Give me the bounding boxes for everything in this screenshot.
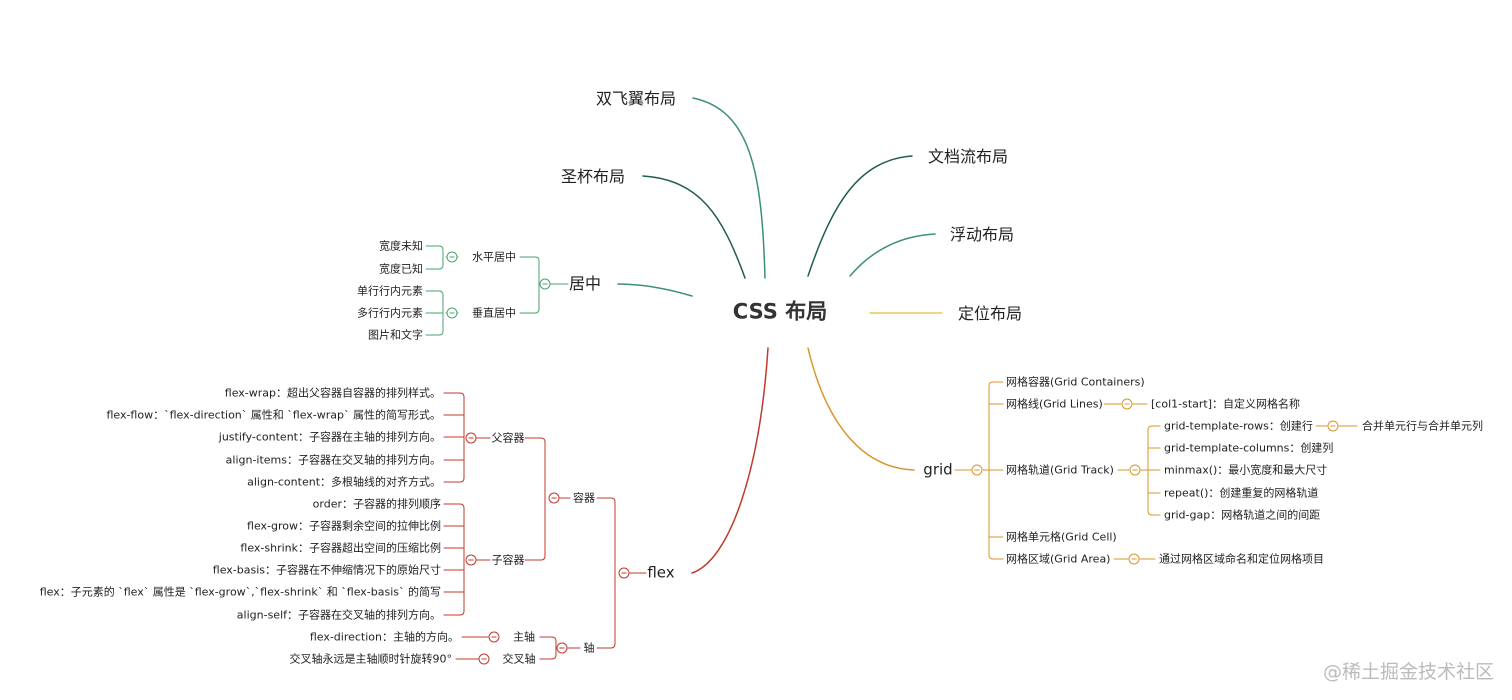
watermark: @稀土掘金技术社区 — [1322, 661, 1494, 683]
collapse-cross-axis-icon[interactable] — [478, 653, 490, 665]
leaf-repeat: repeat()：创建重复的网格轨道 — [1164, 486, 1319, 500]
bracket-container-elbow-0 — [524, 437, 546, 443]
leaf-flex-shrink: flex-shrink：子容器超出空间的压缩比例 — [240, 541, 441, 555]
bracket-horizontal-elbow-0 — [425, 245, 444, 251]
bracket-track-elbow-0 — [1147, 425, 1161, 431]
collapse-vertical-icon[interactable] — [446, 307, 458, 319]
leaf-flex-flow: flex-flow：`flex-direction` 属性和 `flex-wra… — [106, 408, 441, 422]
topic-holy-grail[interactable]: 圣杯布局 — [560, 167, 626, 186]
leaf-align-items: align-items：子容器在交叉轴的排列方向。 — [225, 453, 441, 467]
topic-grid[interactable]: grid — [923, 460, 953, 479]
leaf-flex-basis: flex-basis：子容器在不伸缩情况下的原始尺寸 — [212, 563, 441, 577]
connector-float — [849, 233, 936, 277]
bracket-child-elbow-0 — [443, 503, 465, 509]
connector-doc-flow — [807, 155, 913, 277]
connector-flex — [691, 347, 769, 574]
connector-grid — [807, 347, 915, 471]
topic-doc-flow[interactable]: 文档流布局 — [927, 147, 1009, 166]
leaf-area-naming: 通过网格区域命名和定位网格项目 — [1159, 552, 1324, 566]
leaf-cross-axis-rule: 交叉轴永远是主轴顺时针旋转90° — [289, 652, 453, 666]
leaf-col1-start: [col1-start]：自定义网格名称 — [1151, 397, 1301, 411]
bracket-flex-elbow-1 — [596, 643, 616, 649]
bracket-axis-elbow-1 — [539, 654, 557, 660]
leaf-minmax: minmax()：最小宽度和最大尺寸 — [1164, 463, 1328, 477]
bracket-grid-elbow-0 — [988, 381, 1004, 387]
leaf-grid-template-columns: grid-template-columns：创建列 — [1164, 441, 1334, 455]
bracket-parent-elbow-4 — [443, 477, 465, 483]
collapse-grid-icon[interactable] — [971, 464, 983, 476]
collapse-grid-area-icon[interactable] — [1128, 553, 1140, 565]
topic-grid-lines[interactable]: 网格线(Grid Lines) — [1006, 397, 1103, 411]
topic-center[interactable]: 居中 — [568, 274, 602, 293]
bracket-vertical-elbow-2 — [425, 330, 444, 336]
root-topic[interactable]: CSS 布局 — [732, 299, 828, 324]
leaf-flex-wrap: flex-wrap：超出父容器自容器的排列样式。 — [224, 386, 441, 400]
bracket-vertical-elbow-0 — [425, 290, 444, 296]
topic-position[interactable]: 定位布局 — [957, 304, 1023, 323]
connector-holy-grail — [642, 175, 746, 279]
bracket-axis-elbow-0 — [539, 636, 557, 642]
collapse-container-icon[interactable] — [548, 492, 560, 504]
leaf-width-unknown: 宽度未知 — [379, 239, 423, 253]
leaf-grid-template-rows: grid-template-rows：创建行 — [1164, 419, 1313, 433]
leaf-width-known: 宽度已知 — [379, 262, 423, 276]
leaf-flex-direction: flex-direction：主轴的方向。 — [309, 630, 459, 644]
topic-parent-container[interactable]: 父容器 — [491, 431, 525, 445]
topic-grid-track[interactable]: 网格轨道(Grid Track) — [1006, 463, 1114, 477]
collapse-rows-icon[interactable] — [1327, 420, 1339, 432]
leaf-grid-gap: grid-gap：网格轨道之间的间距 — [1164, 508, 1321, 522]
collapse-parent-icon[interactable] — [465, 432, 477, 444]
leaf-merge-cells: 合并单元行与合并单元列 — [1362, 419, 1483, 433]
leaf-multi-line: 多行行内元素 — [357, 306, 423, 320]
bracket-flex-elbow-0 — [596, 497, 616, 503]
topic-flex[interactable]: flex — [647, 563, 675, 582]
topic-grid-containers[interactable]: 网格容器(Grid Containers) — [1006, 375, 1145, 389]
leaf-justify-content: justify-content：子容器在主轴的排列方向。 — [218, 430, 441, 444]
connector-double-wing — [692, 97, 766, 279]
bracket-center-elbow-0 — [519, 256, 540, 262]
topic-child-container[interactable]: 子容器 — [491, 553, 525, 567]
topic-double-wing[interactable]: 双飞翼布局 — [595, 89, 677, 108]
collapse-grid-track-icon[interactable] — [1129, 464, 1141, 476]
collapse-horizontal-icon[interactable] — [446, 251, 458, 263]
leaf-align-content: align-content：多根轴线的对齐方式。 — [247, 475, 441, 489]
topic-grid-cell[interactable]: 网格单元格(Grid Cell) — [1006, 530, 1117, 544]
bracket-child-elbow-5 — [443, 610, 465, 616]
collapse-flex-icon[interactable] — [618, 567, 630, 579]
connector-center — [617, 283, 693, 297]
collapse-child-icon[interactable] — [465, 554, 477, 566]
topic-container[interactable]: 容器 — [573, 491, 595, 505]
leaf-order: order：子容器的排列顺序 — [312, 497, 441, 511]
bracket-horizontal-elbow-1 — [425, 264, 444, 270]
bracket-container-elbow-1 — [524, 555, 546, 561]
collapse-grid-lines-icon[interactable] — [1121, 398, 1133, 410]
topic-axis[interactable]: 轴 — [583, 641, 595, 655]
topic-horizontal-center[interactable]: 水平居中 — [472, 250, 516, 264]
leaf-image-text: 图片和文字 — [368, 328, 423, 342]
collapse-axis-icon[interactable] — [556, 642, 568, 654]
bracket-parent-elbow-0 — [443, 392, 465, 398]
topic-grid-area[interactable]: 网格区域(Grid Area) — [1006, 552, 1111, 566]
leaf-flex-shorthand: flex：子元素的 `flex` 属性是 `flex-grow`,`flex-s… — [39, 585, 441, 599]
bracket-center-elbow-1 — [519, 308, 540, 314]
leaf-single-line: 单行行内元素 — [357, 284, 423, 298]
bracket-grid-elbow-4 — [988, 554, 1004, 560]
topic-cross-axis[interactable]: 交叉轴 — [502, 652, 536, 666]
collapse-main-axis-icon[interactable] — [488, 631, 500, 643]
topic-main-axis[interactable]: 主轴 — [513, 630, 535, 644]
topic-float[interactable]: 浮动布局 — [949, 225, 1015, 244]
topic-vertical-center[interactable]: 垂直居中 — [472, 306, 516, 320]
collapse-center-icon[interactable] — [539, 278, 551, 290]
leaf-align-self: align-self：子容器在交叉轴的排列方向。 — [236, 608, 441, 622]
bracket-track-elbow-4 — [1147, 510, 1161, 516]
leaf-flex-grow: flex-grow：子容器剩余空间的拉伸比例 — [247, 519, 441, 533]
